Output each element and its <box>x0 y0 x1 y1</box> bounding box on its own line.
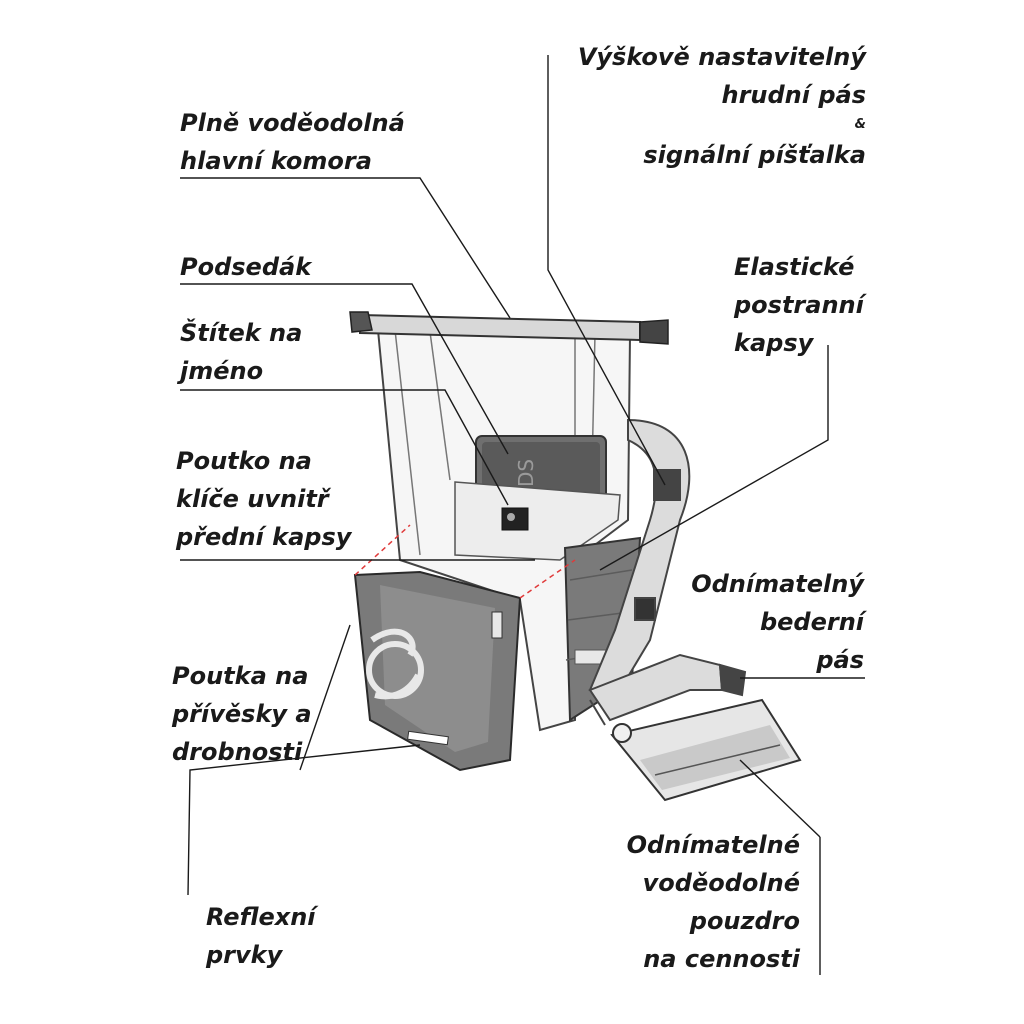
callout-charm-loops-line3: drobnosti <box>172 738 303 766</box>
front-pocket-opening <box>454 481 621 561</box>
callout-pouch-line2: voděodolné <box>642 869 800 897</box>
hip-belt <box>588 653 747 722</box>
callout-pouch-line3: pouzdro <box>689 907 800 935</box>
callout-pouch-line4: na cennosti <box>643 945 800 973</box>
assembly-guides <box>354 524 576 599</box>
callout-chest-strap-amp: & <box>854 117 866 132</box>
callout-side-pockets: Elastické postranní kapsy <box>734 248 864 362</box>
callout-hip-belt-line2: bederní <box>759 608 864 636</box>
callout-key-loop-line3: přední kapsy <box>176 523 352 551</box>
callout-reflective-line2: prvky <box>206 941 283 969</box>
callout-side-pockets-line3: kapsy <box>734 329 814 357</box>
callout-charm-loops-line1: Poutka na <box>172 662 309 690</box>
callout-side-pockets-line2: postranní <box>734 291 864 319</box>
callout-key-loop-line2: klíče uvnitř <box>176 485 329 513</box>
callout-pouch: Odnímatelné voděodolné pouzdro na cennos… <box>627 826 800 978</box>
callout-chest-strap-line1: Výškově nastavitelný <box>577 43 866 71</box>
callout-name-tag: Štítek na jméno <box>180 314 302 390</box>
callout-chest-strap-line4: signální píšťalka <box>643 141 866 169</box>
callout-chest-strap: Výškově nastavitelný hrudní pás & signál… <box>578 38 866 174</box>
callout-side-pockets-line1: Elastické <box>734 253 855 281</box>
callout-charm-loops-line2: přívěsky a <box>172 700 312 728</box>
callout-hip-belt-line1: Odnímatelný <box>691 570 864 598</box>
brand-logo <box>366 628 424 700</box>
callout-reflective: Reflexní prvky <box>206 898 316 974</box>
callout-key-loop-line1: Poutko na <box>176 447 312 475</box>
valuables-pouch <box>589 698 802 802</box>
callout-seat-pad: Podsedák <box>180 248 311 286</box>
callout-main-chamber-line1: Plně voděodolná <box>180 109 405 137</box>
callout-hip-belt-line3: pás <box>816 646 864 674</box>
callout-reflective-line1: Reflexní <box>206 903 316 931</box>
callout-main-chamber-line2: hlavní komora <box>180 147 372 175</box>
front-pocket-panel <box>353 570 522 772</box>
seat-pad-brand-text: DS <box>514 458 538 487</box>
callout-seat-pad-line1: Podsedák <box>180 253 312 281</box>
roll-top-strap <box>349 311 669 345</box>
callout-name-tag-line1: Štítek na <box>180 319 303 347</box>
callout-pouch-line1: Odnímatelné <box>626 831 800 859</box>
callout-chest-strap-line2: hrudní pás <box>721 81 866 109</box>
callout-main-chamber: Plně voděodolná hlavní komora <box>180 104 405 180</box>
callout-hip-belt: Odnímatelný bederní pás <box>691 565 864 679</box>
callout-charm-loops: Poutka na přívěsky a drobnosti <box>172 657 312 771</box>
callout-key-loop: Poutko na klíče uvnitř přední kapsy <box>176 442 351 556</box>
callout-name-tag-line2: jméno <box>180 357 264 385</box>
leader-lines <box>180 55 865 975</box>
